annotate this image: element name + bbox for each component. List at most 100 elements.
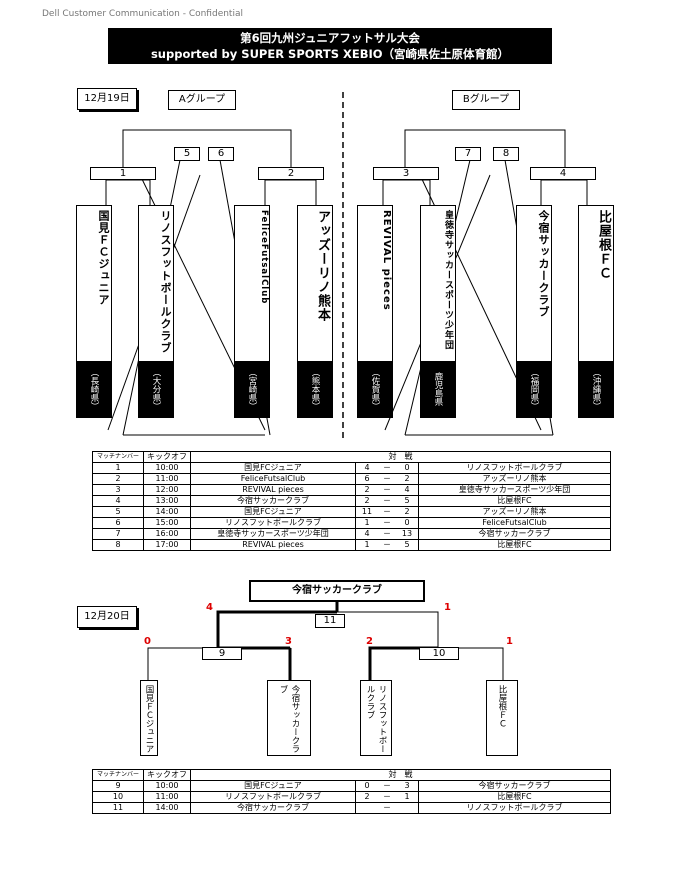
kickoff-cell: 10:00 [143,462,191,474]
dash-cell: － [378,802,396,814]
team-card: 今宿サッカークラブ （福岡県） [516,205,552,418]
score: 2 [366,636,373,647]
team-card: REVIVAL pieces （佐賀県） [357,205,393,418]
team-card: 比屋根ＦＣ （沖縄県） [578,205,614,418]
match-number: 11 [315,614,345,628]
col-header: 対 戦 [190,769,611,781]
home-score-cell: 0 [355,780,378,792]
score: 1 [506,636,513,647]
team-name: 今宿サッカークラブ [537,210,550,318]
match-number: 8 [493,147,519,161]
team-name: 比屋根ＦＣ [497,685,507,728]
match-number: 7 [455,147,481,161]
match-number-cell: 2 [92,473,144,485]
team-card: リノスフットボールクラブ [360,680,392,756]
score: 3 [285,636,292,647]
team-prefecture: （熊本県） [298,361,332,417]
match-number: 1 [90,167,156,180]
away-score-cell: 3 [396,780,419,792]
team-card: 皇徳寺サッカースポーツ少年団 鹿児島県 [420,205,456,418]
away-team-cell: 比屋根FC [418,791,611,803]
score: 0 [144,636,151,647]
match-number-cell: 9 [92,780,144,792]
away-score-cell [396,802,419,814]
match-number-cell: 3 [92,484,144,496]
kickoff-cell: 13:00 [143,495,191,507]
kickoff-cell: 14:00 [143,802,191,814]
col-header: マッチナンバー [92,451,144,463]
away-team-cell: リノスフットボールクラブ [418,802,611,814]
col-header: マッチナンバー [92,769,144,781]
team-name: 皇徳寺サッカースポーツ少年団 [443,210,453,350]
confidential-label: Dell Customer Communication - Confidenti… [42,9,243,19]
home-team-cell: 皇徳寺サッカースポーツ少年団 [190,528,356,540]
home-team-cell: 今宿サッカークラブ [190,495,356,507]
team-prefecture: （佐賀県） [358,361,392,417]
match-number: 10 [419,647,459,660]
home-team-cell: リノスフットボールクラブ [190,517,356,529]
team-card: 国見ＦＣジュニア （長崎県） [76,205,112,418]
away-score-cell: 2 [396,506,419,518]
kickoff-cell: 12:00 [143,484,191,496]
team-name: アッズーリノ熊本 [315,210,330,322]
match-number: 3 [373,167,439,180]
away-score-cell: 2 [396,473,419,485]
dash-cell: － [378,473,396,485]
match-number-cell: 7 [92,528,144,540]
team-card: 比屋根ＦＣ [486,680,518,756]
home-score-cell: 4 [355,462,378,474]
match-number: 2 [258,167,324,180]
away-team-cell: リノスフットボールクラブ [418,462,611,474]
match-number: 5 [174,147,200,161]
team-name: 国見ＦＣジュニア [97,210,110,306]
team-card: リノスフットボールクラブ （大分県） [138,205,174,418]
team-name: リノスフットボールクラブ [365,685,387,753]
team-name: 今宿サッカークラブ [278,685,300,753]
match-number-cell: 10 [92,791,144,803]
away-team-cell: アッズーリノ熊本 [418,473,611,485]
home-team-cell: リノスフットボールクラブ [190,791,356,803]
match-number-cell: 8 [92,539,144,551]
kickoff-cell: 11:00 [143,473,191,485]
match-number-cell: 1 [92,462,144,474]
away-team-cell: FeliceFutsalClub [418,517,611,529]
team-card: 国見ＦＣジュニア [140,680,158,756]
away-team-cell: アッズーリノ熊本 [418,506,611,518]
col-header: キックオフ [143,769,191,781]
dash-cell: － [378,484,396,496]
home-score-cell: 2 [355,495,378,507]
team-prefecture: （大分県） [139,361,173,417]
score: 4 [206,602,213,613]
team-prefecture: （沖縄県） [579,361,613,417]
kickoff-cell: 15:00 [143,517,191,529]
team-card: 今宿サッカークラブ [267,680,311,756]
group-a-label: Aグループ [168,90,236,110]
team-prefecture: （宮崎県） [235,361,269,417]
team-name: 国見ＦＣジュニア [144,685,154,753]
team-card: アッズーリノ熊本 （熊本県） [297,205,333,418]
team-prefecture: （福岡県） [517,361,551,417]
home-score-cell: 6 [355,473,378,485]
away-score-cell: 4 [396,484,419,496]
home-team-cell: REVIVAL pieces [190,539,356,551]
team-name: 比屋根ＦＣ [596,210,611,280]
home-team-cell: FeliceFutsalClub [190,473,356,485]
team-prefecture: 鹿児島県 [421,361,455,417]
title-line2: supported by SUPER SPORTS XEBIO（宮崎県佐土原体育… [150,47,510,61]
home-team-cell: 国見FCジュニア [190,506,356,518]
title-line1: 第6回九州ジュニアフットサル大会 [240,31,420,45]
home-team-cell: 今宿サッカークラブ [190,802,356,814]
home-score-cell: 1 [355,517,378,529]
